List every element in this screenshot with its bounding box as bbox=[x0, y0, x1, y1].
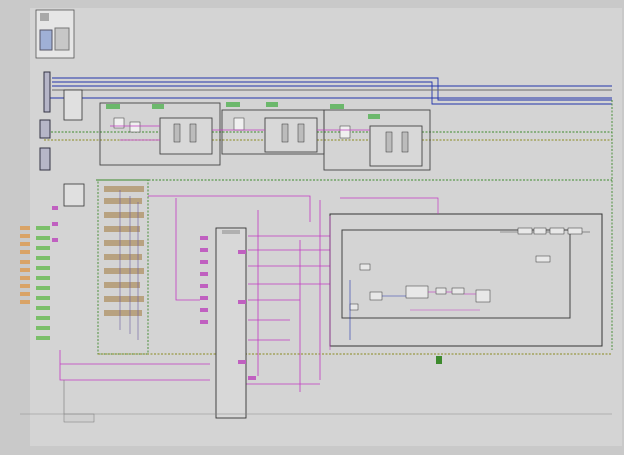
upper-subvi-nodes[interactable] bbox=[106, 102, 409, 153]
left-control-column bbox=[39, 71, 85, 207]
upper-pink-wires bbox=[110, 125, 370, 141]
middle-pink-wires bbox=[59, 195, 330, 392]
lower-left-nodes[interactable] bbox=[104, 186, 144, 316]
central-terminals[interactable] bbox=[200, 236, 256, 380]
left-constants bbox=[20, 206, 58, 340]
lower-left-wires bbox=[119, 190, 139, 340]
lower-left-loop[interactable] bbox=[96, 179, 612, 355]
right-wires bbox=[329, 216, 590, 350]
navigation-thumbnail[interactable] bbox=[35, 9, 75, 59]
upper-processing-frames[interactable] bbox=[99, 102, 431, 171]
central-case-structure[interactable] bbox=[215, 227, 247, 419]
bottom-indicators bbox=[20, 356, 612, 423]
